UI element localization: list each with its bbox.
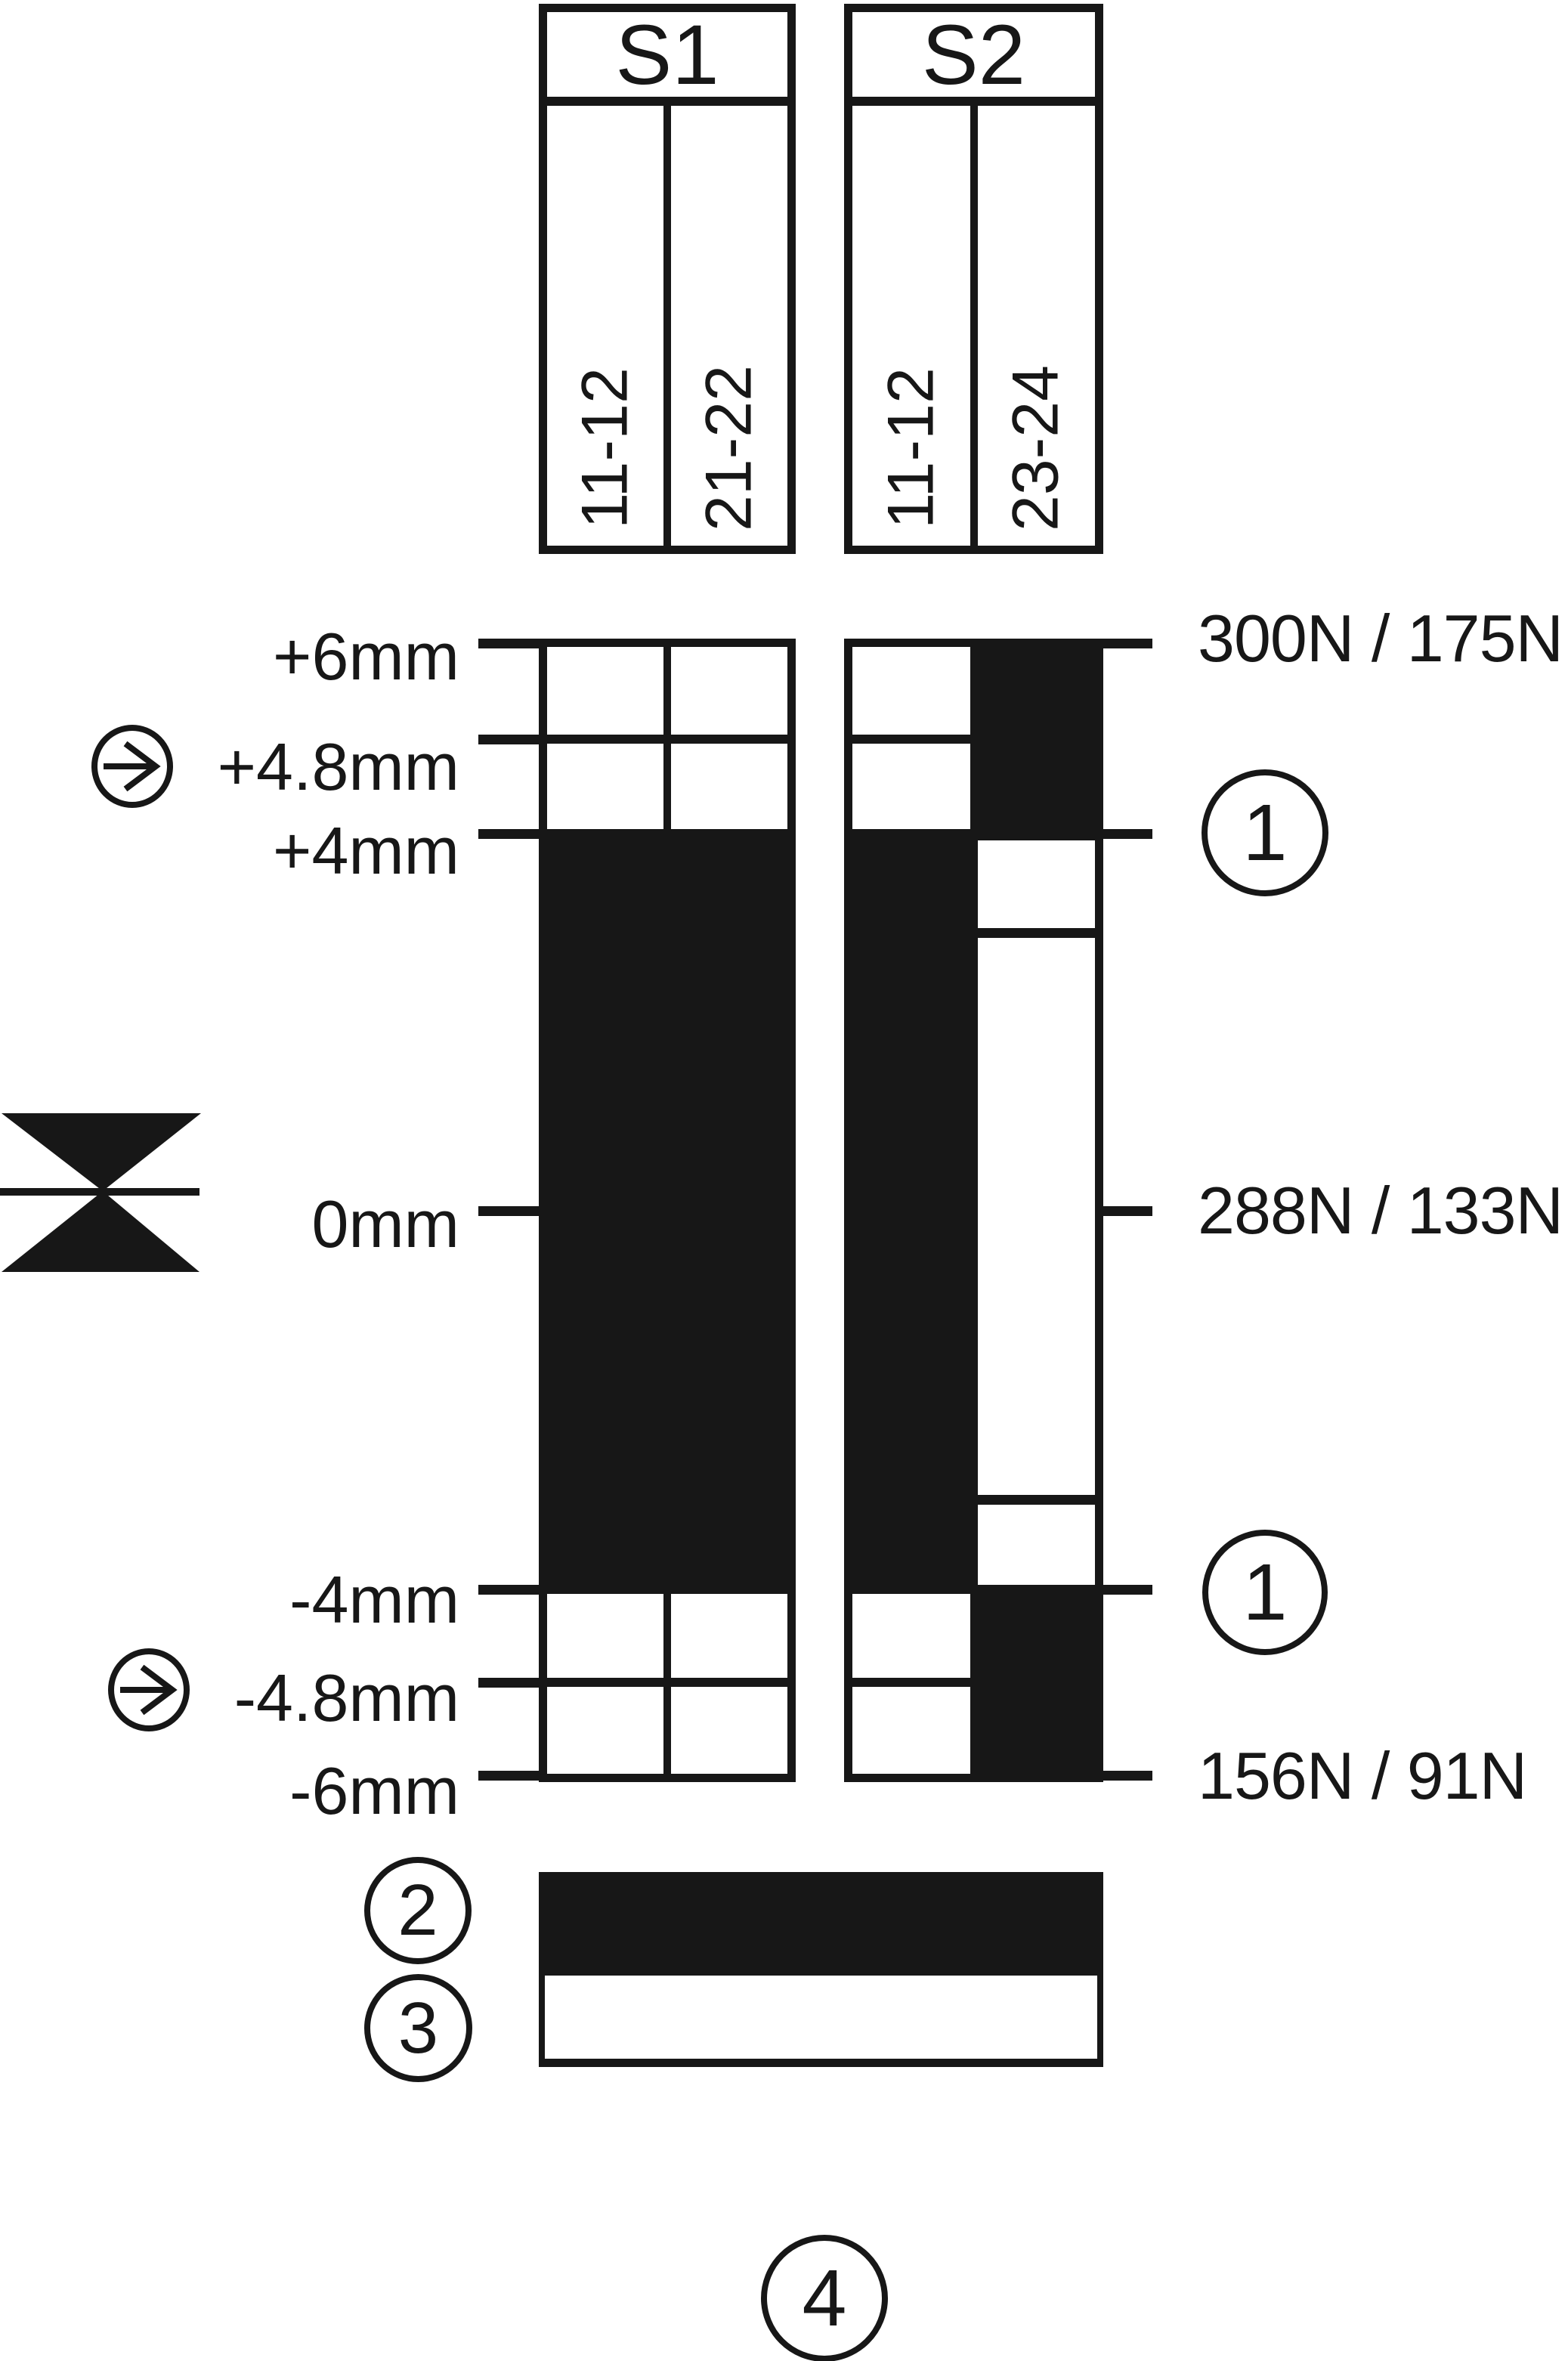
legend-open-bar <box>539 1971 1103 2067</box>
travel-label-plus-4mm: +4mm <box>273 813 459 888</box>
s1-line-plus-4-8mm <box>547 735 787 744</box>
tick-right-minus-4mm <box>1099 1585 1152 1595</box>
travel-label-plus-4-8mm: +4.8mm <box>217 729 459 804</box>
s1-line-minus-4-8mm <box>547 1678 787 1687</box>
callout-1-lower: 1 <box>1202 1530 1328 1655</box>
legend-callout-3-number: 3 <box>397 1987 439 2069</box>
tick-left-plus-4mm <box>478 829 539 839</box>
contact-label-s1-11-12: 11-12 <box>568 367 642 529</box>
s1-closed-region <box>547 829 787 1594</box>
s2-23-24-inner-line-upper <box>976 928 1095 938</box>
figure-number-callout: 4 <box>761 2235 888 2361</box>
contact-label-s1-21-22: 21-22 <box>692 365 765 531</box>
force-label-156n-91n: 156N / 91N <box>1198 1738 1527 1813</box>
zero-reference-hourglass-icon <box>0 1113 201 1272</box>
tick-left-minus-4-8mm <box>478 1678 539 1688</box>
s2-header-column-divider <box>970 106 978 554</box>
legend-callout-2-number: 2 <box>397 1870 438 1951</box>
travel-label-plus-6mm: +6mm <box>273 619 459 694</box>
s2-11-12-closed-region <box>852 829 978 1594</box>
figure-number: 4 <box>802 2253 847 2343</box>
actuation-arrow-icon-lower <box>108 1648 190 1731</box>
callout-1-upper-number: 1 <box>1242 788 1288 877</box>
tick-right-minus-6mm <box>1099 1771 1152 1781</box>
tick-right-plus-4mm <box>1099 829 1152 839</box>
force-label-288n-133n: 288N / 133N <box>1198 1173 1563 1248</box>
s2-11-12-line-minus-4-8mm <box>852 1678 970 1687</box>
tick-left-plus-6mm <box>478 639 539 648</box>
s1-header-column-divider <box>663 106 671 554</box>
tick-left-minus-4mm <box>478 1585 539 1595</box>
s2-23-24-closed-region-bottom <box>976 1585 1095 1774</box>
contact-label-s2-23-24: 23-24 <box>999 365 1072 531</box>
switch-s1-title: S1 <box>615 8 719 102</box>
callout-1-upper: 1 <box>1202 769 1328 896</box>
tick-right-0mm <box>1099 1206 1152 1216</box>
travel-label-0mm: 0mm <box>311 1187 459 1261</box>
tick-right-plus-6mm <box>1099 639 1152 648</box>
travel-label-minus-4mm: -4mm <box>289 1562 459 1637</box>
legend-closed-bar <box>539 1872 1103 1971</box>
callout-1-lower-number: 1 <box>1242 1547 1288 1637</box>
switch-s2-title: S2 <box>922 8 1025 102</box>
legend-callout-2: 2 <box>364 1857 472 1964</box>
tick-left-plus-4-8mm <box>478 735 539 744</box>
s2-title-divider <box>844 97 1103 106</box>
legend-callout-3: 3 <box>364 1974 472 2082</box>
tick-left-0mm <box>478 1206 539 1216</box>
s2-23-24-closed-region-top <box>976 647 1095 840</box>
contact-label-s2-11-12: 11-12 <box>874 367 948 529</box>
force-label-300n-175n: 300N / 175N <box>1198 601 1563 676</box>
travel-label-minus-4-8mm: -4.8mm <box>233 1660 459 1735</box>
s2-11-12-line-plus-4-8mm <box>852 735 970 744</box>
s2-23-24-inner-line-lower <box>976 1495 1095 1505</box>
travel-label-minus-6mm: -6mm <box>289 1753 459 1828</box>
tick-left-minus-6mm <box>478 1771 539 1781</box>
actuation-arrow-icon-upper <box>91 725 173 808</box>
s1-title-divider <box>539 97 796 106</box>
